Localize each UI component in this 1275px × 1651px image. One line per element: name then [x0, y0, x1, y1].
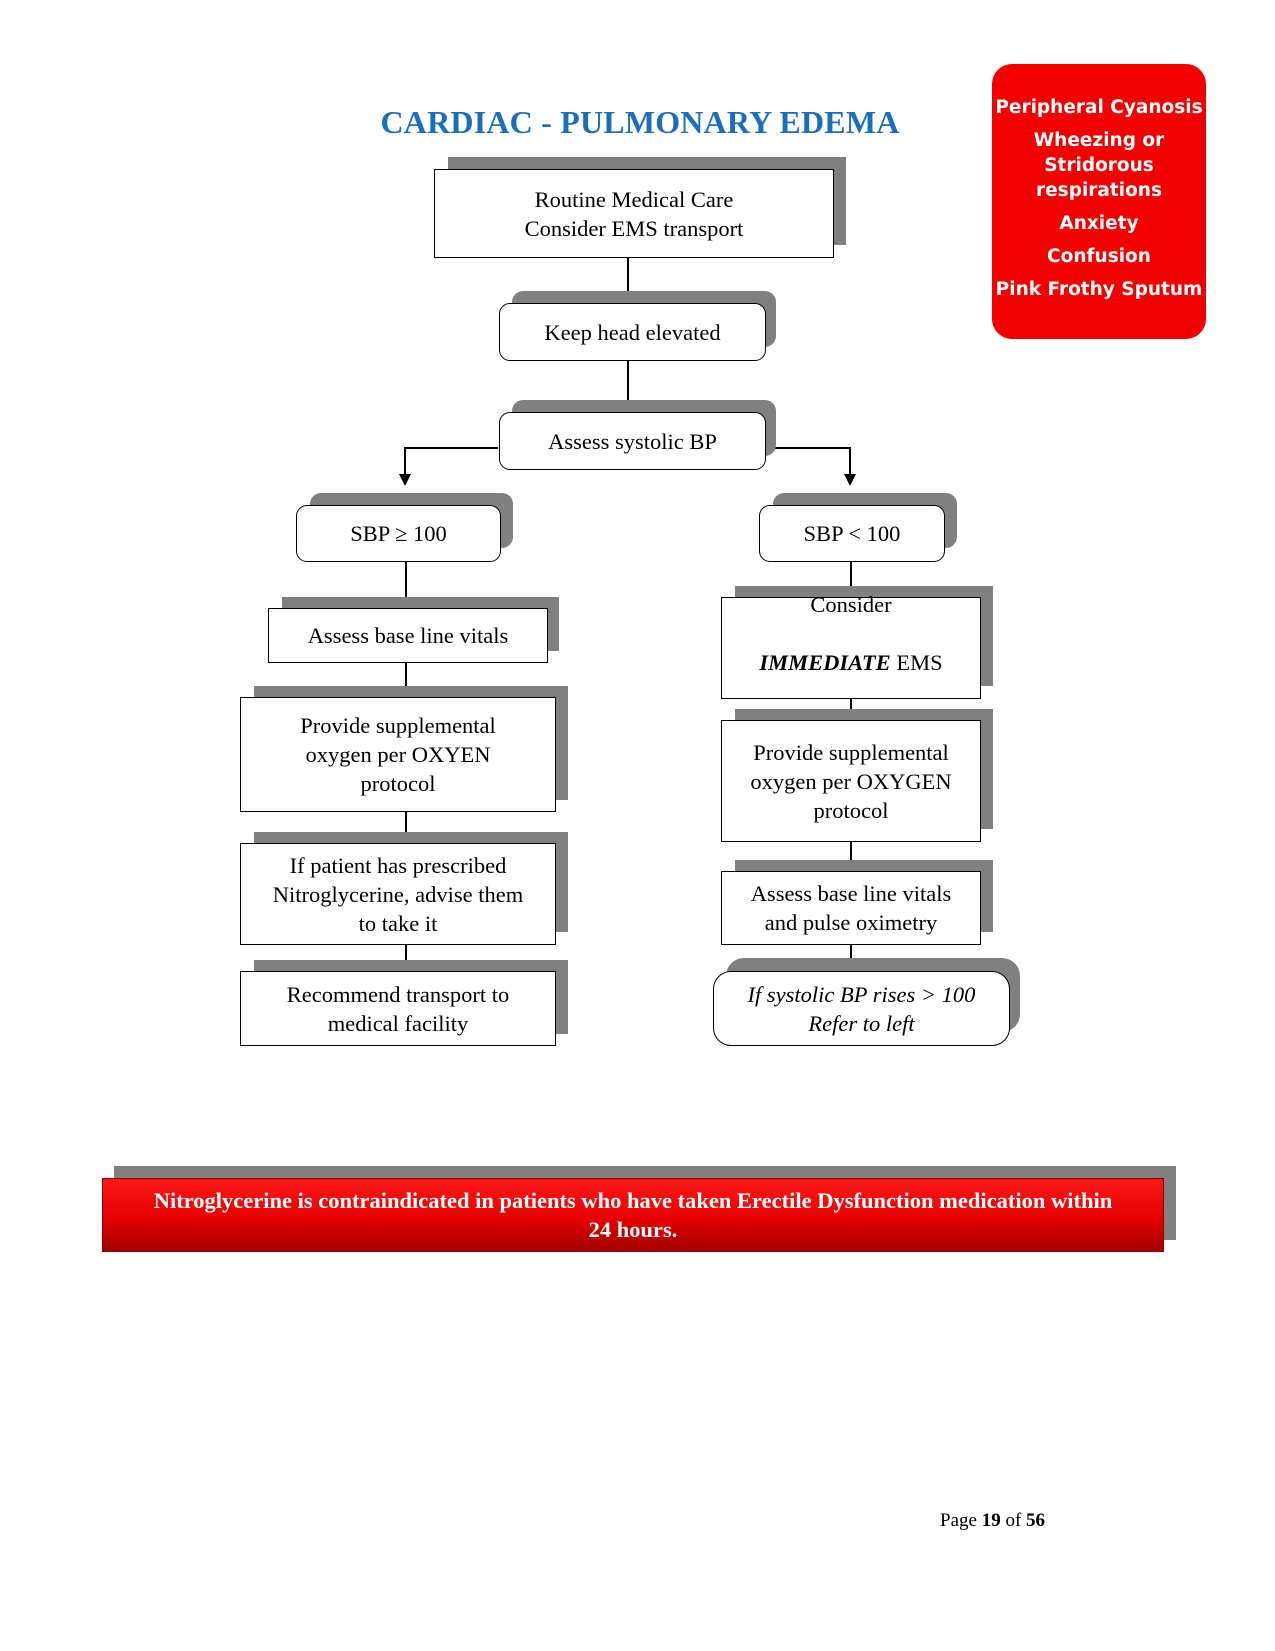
sbp-high-text: SBP ≥ 100: [350, 521, 447, 546]
connector-line: [849, 447, 851, 475]
keep-head-elevated-box: Keep head elevated: [499, 303, 766, 361]
left-transport-text: Recommend transport to medical facility: [286, 981, 510, 1036]
arrow-head: [399, 474, 411, 486]
connector-line: [405, 660, 407, 696]
sbp-low-box: SBP < 100: [759, 505, 945, 562]
routine-care-box: Routine Medical Care Consider EMS transp…: [434, 169, 834, 258]
connector-line: [764, 447, 850, 449]
symptoms-panel: Peripheral Cyanosis Wheezing or Stridoro…: [992, 64, 1206, 339]
left-transport-box: Recommend transport to medical facility: [240, 971, 556, 1046]
connector-line: [627, 258, 629, 302]
connector-line: [627, 361, 629, 410]
left-nitro-text: If patient has prescribed Nitroglycerine…: [272, 852, 524, 936]
left-nitro-box: If patient has prescribed Nitroglycerine…: [240, 843, 556, 945]
sbp-low-text: SBP < 100: [803, 521, 901, 546]
connector-line: [850, 560, 852, 596]
left-vitals-text: Assess base line vitals: [307, 623, 509, 648]
symptom-item: Peripheral Cyanosis: [995, 97, 1203, 118]
page-word: Page: [940, 1510, 977, 1531]
assess-systolic-bp-text: Assess systolic BP: [548, 428, 717, 454]
connector-line: [850, 696, 852, 718]
connector-line: [850, 942, 852, 970]
symptom-item: Confusion: [1047, 246, 1151, 267]
arrow-head: [844, 474, 856, 486]
symptom-item: Anxiety: [1059, 213, 1139, 234]
connector-line: [405, 560, 407, 606]
right-oxygen-text: Provide supplemental oxygen per OXYGEN p…: [750, 739, 952, 823]
warning-text: Nitroglycerine is contraindicated in pat…: [153, 1188, 1113, 1242]
sbp-high-box: SBP ≥ 100: [296, 505, 501, 562]
left-oxygen-box: Provide supplemental oxygen per OXYEN pr…: [240, 697, 556, 812]
page-number: Page 19 of 56: [940, 1510, 1140, 1532]
ems-text: EMS: [890, 650, 943, 675]
connector-line: [850, 840, 852, 870]
assess-systolic-bp-box: Assess systolic BP: [499, 412, 766, 470]
right-immediate-transport-box: Consider IMMEDIATE EMS transport: [721, 592, 981, 733]
connector-line: [404, 447, 406, 475]
left-vitals-box: Assess base line vitals: [268, 608, 548, 663]
right-vitals-box: Assess base line vitals and pulse oximet…: [721, 871, 981, 945]
right-rises-text: If systolic BP rises > 100 Refer to left: [747, 981, 976, 1036]
symptom-item: Wheezing or Stridorous respirations: [1033, 130, 1165, 201]
page-total: 56: [1026, 1510, 1046, 1531]
connector-line: [404, 447, 498, 449]
left-oxygen-text: Provide supplemental oxygen per OXYEN pr…: [300, 713, 496, 796]
page-current: 19: [981, 1510, 1001, 1531]
nitroglycerine-warning-banner: Nitroglycerine is contraindicated in pat…: [102, 1178, 1164, 1252]
symptom-item: Pink Frothy Sputum: [995, 279, 1203, 300]
connector-line: [405, 942, 407, 970]
of-word: of: [1005, 1510, 1022, 1531]
consider-text: Consider: [810, 592, 892, 617]
right-oxygen-box: Provide supplemental oxygen per OXYGEN p…: [721, 720, 981, 842]
right-vitals-text: Assess base line vitals and pulse oximet…: [750, 881, 952, 935]
keep-head-elevated-text: Keep head elevated: [544, 319, 721, 345]
connector-line: [405, 810, 407, 842]
right-rises-box: If systolic BP rises > 100 Refer to left: [713, 971, 1010, 1046]
immediate-emphasis-text: IMMEDIATE: [759, 650, 891, 675]
page-title: CARDIAC - PULMONARY EDEMA: [380, 104, 900, 140]
routine-care-text: Routine Medical Care Consider EMS transp…: [524, 186, 744, 241]
